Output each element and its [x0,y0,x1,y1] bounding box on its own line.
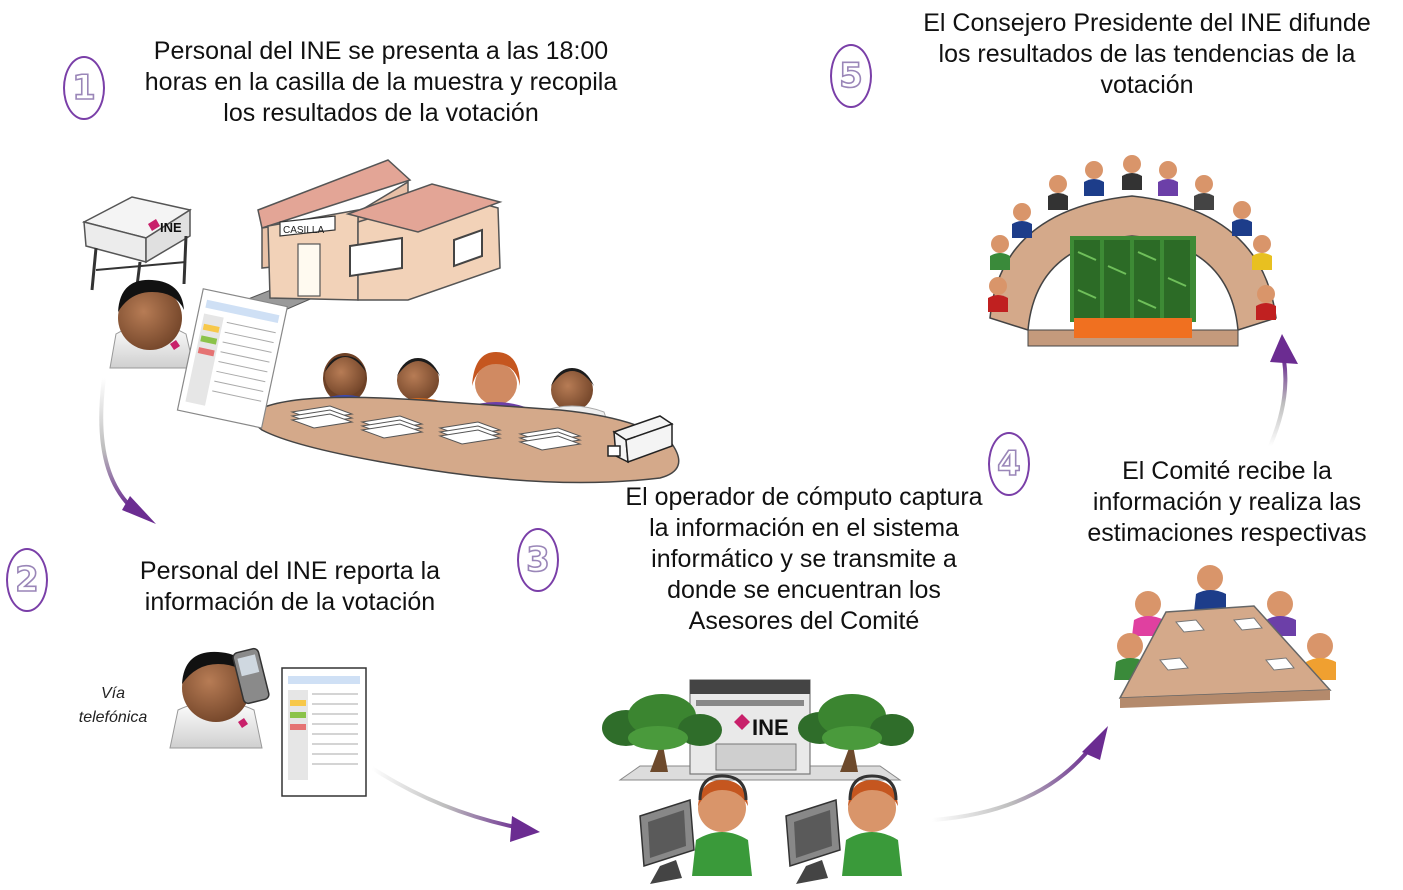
step-1-badge: 1 [63,56,105,120]
flow-arrow-4 [1268,334,1298,447]
step-1-description: Personal del INE se presenta a las 18:00… [116,36,646,129]
flow-arrow-1 [99,377,156,524]
step-2-line: Personal del INE reporta la [139,557,441,585]
step-4-line: estimaciones respectivas [1087,519,1367,547]
step-2-line: información de la votación [144,588,436,616]
step-5-line: votación [1100,71,1194,99]
step-5-badge: 5 [830,44,872,108]
via-telefonica-label: Vía telefónica [58,682,168,730]
counting-table-icon [254,352,680,484]
tree-left [602,694,722,772]
step-4-line: información y realiza las [1092,488,1362,516]
step-3-number: 3 [525,539,550,581]
step-1-number: 1 [71,67,96,109]
cell-phone-icon [232,647,270,705]
step-3-description: El operador de cómputo captura la inform… [604,482,1004,637]
via-line: Vía [100,685,125,702]
step-3-line: donde se encuentran los [667,576,941,604]
step-3-line: la información en el sistema [649,514,959,542]
step-4-badge: 4 [988,432,1030,496]
polling-station-icon: CASILLA [236,159,503,311]
flow-arrow-2 [370,766,540,842]
step-3-badge: 3 [517,528,559,592]
step-1-line: Personal del INE se presenta a las 18:00 [153,37,609,65]
step-2-badge: 2 [6,548,48,612]
flow-arrow-3 [931,726,1108,822]
ine-office-building-icon: INE [602,679,914,781]
step-1-line: los resultados de la votación [223,99,539,127]
step-3-line: informático y se transmite a [651,545,957,573]
booth-ine-logo: INE [160,220,182,235]
step-2-number: 2 [14,559,39,601]
voting-booth-icon: INE [81,196,192,311]
meeting-table-icon [1114,565,1336,708]
step-3-line: El operador de cómputo captura [625,483,983,511]
computer-operator-icon [639,774,902,884]
step-4-description: El Comité recibe la información y realiz… [1062,456,1392,549]
step-4-line: El Comité recibe la [1122,457,1332,485]
tree-right [798,694,914,772]
step-1-line: horas en la casilla de la muestra y reco… [144,68,618,96]
step-3-line: Asesores del Comité [688,607,920,635]
step-5-number: 5 [838,55,863,97]
phone-report-icon [169,647,367,797]
step-5-line: El Consejero Presidente del INE difunde [923,9,1371,37]
tally-form-icon [281,667,367,797]
step-5-line: los resultados de las tendencias de la [938,40,1356,68]
casilla-sign: CASILLA [283,225,324,236]
ine-agent-icon [109,279,289,429]
step-4-number: 4 [996,443,1021,485]
office-ine-logo: INE [752,715,789,740]
step-5-description: El Consejero Presidente del INE difunde … [892,8,1402,101]
council-chamber-icon [988,155,1277,347]
step-2-description: Personal del INE reporta la información … [110,556,470,618]
telefonica-line: telefónica [78,709,148,726]
